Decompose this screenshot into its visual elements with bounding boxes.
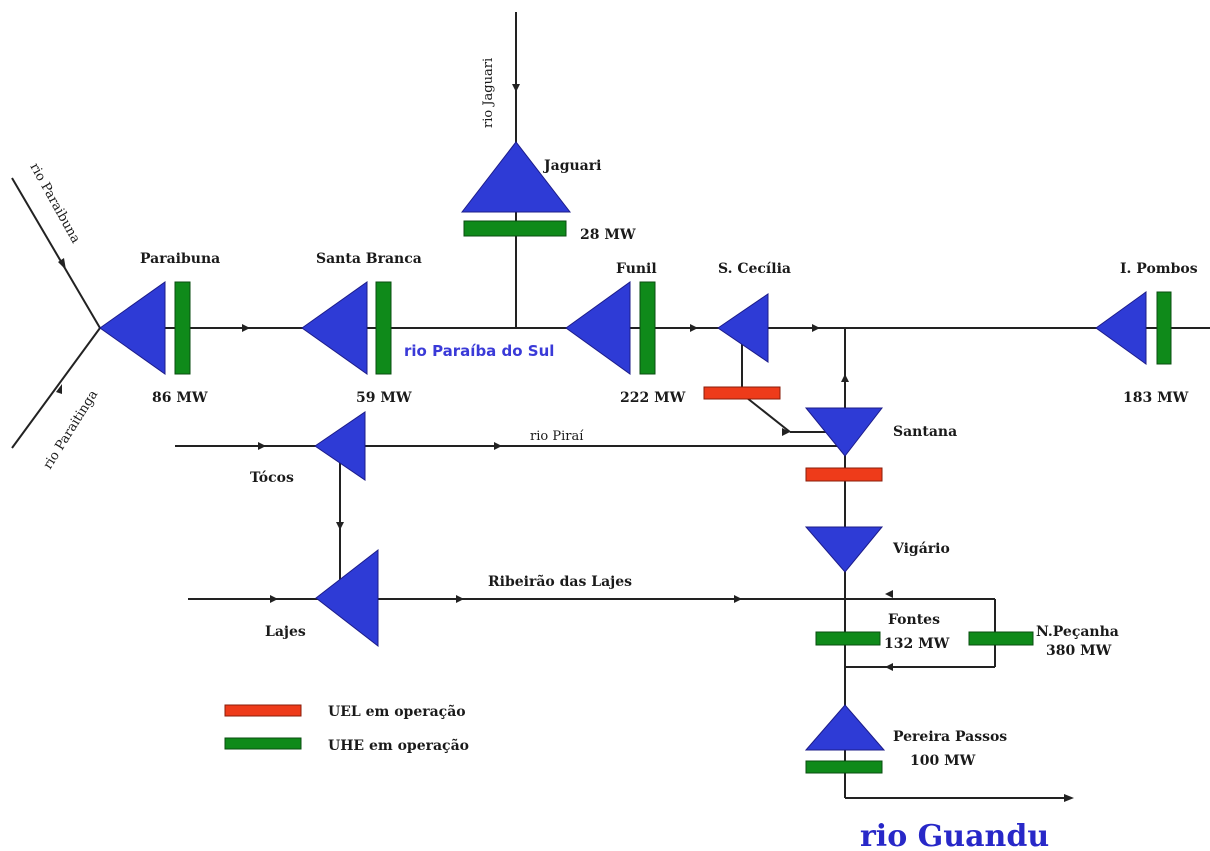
pirai-arrow-2 — [494, 442, 502, 450]
rio-paraiba-do-sul-label: rio Paraíba do Sul — [404, 342, 554, 360]
santa-branca-reservoir — [301, 281, 368, 375]
santa-branca-name: Santa Branca — [316, 251, 422, 267]
tocos-name: Tócos — [250, 470, 294, 486]
rio-paraibuna-label: rio Paraibuna — [27, 161, 83, 246]
legend-uhe-swatch — [224, 737, 302, 750]
scecilia-santana-diag — [741, 393, 791, 433]
lajes-name: Lajes — [265, 624, 306, 640]
rio-jaguari-label: rio Jaguari — [481, 58, 496, 128]
funil-name: Funil — [616, 261, 657, 277]
vigario-reservoir — [804, 526, 884, 573]
lpombos-uhe — [1156, 291, 1172, 365]
pereira-passos-name: Pereira Passos — [893, 729, 1007, 745]
fontes-name: Fontes — [888, 612, 940, 628]
lpombos-reservoir — [1095, 291, 1147, 365]
lpombos-name: I. Pombos — [1120, 261, 1198, 277]
santana-reservoir — [804, 407, 884, 457]
pirai-arrow-1 — [258, 442, 266, 450]
legend-uel-label: UEL em operação — [328, 703, 466, 720]
santa-branca-power: 59 MW — [356, 390, 412, 406]
main-arrow-2 — [690, 324, 698, 332]
lajes-arrow-2 — [456, 595, 464, 603]
scecilia-uel — [703, 386, 781, 400]
pereira-passos-uhe — [805, 760, 883, 774]
santana-uel — [805, 467, 883, 482]
funil-reservoir — [565, 281, 631, 375]
tocos-reservoir — [314, 411, 366, 481]
flow-arrows — [56, 84, 1074, 802]
main-arrow-1 — [242, 324, 250, 332]
jaguari-reservoir — [460, 141, 572, 213]
jaguari-name: Jaguari — [542, 158, 601, 174]
santa-branca-uhe — [375, 281, 392, 375]
legend-uel-swatch — [224, 704, 302, 717]
pereira-passos-reservoir — [804, 704, 886, 751]
santana-name: Santana — [893, 424, 957, 440]
plant-labels: Paraibuna Santa Branca Jaguari Funil S. … — [140, 158, 1198, 745]
paraibuna-reservoir — [99, 281, 166, 375]
scecilia-reservoir — [717, 293, 769, 363]
lpombos-power: 183 MW — [1123, 390, 1189, 406]
jaguari-uhe — [463, 220, 567, 237]
reservoirs — [99, 141, 1147, 751]
npecanha-name: N.Peçanha — [1036, 624, 1119, 640]
jaguari-arrow — [512, 84, 520, 92]
funil-power: 222 MW — [620, 390, 686, 406]
vigario-name: Vigário — [892, 541, 950, 557]
lajes-arrow-3 — [734, 595, 742, 603]
uhe-plants — [174, 220, 1172, 774]
paraibuna-arrow — [58, 258, 66, 270]
lajes-arrow-1 — [270, 595, 278, 603]
fontes-uhe — [815, 631, 881, 646]
main-arrow-3 — [812, 324, 820, 332]
npecanha-uhe — [968, 631, 1034, 646]
jaguari-power: 28 MW — [580, 227, 636, 243]
fontes-power: 132 MW — [884, 636, 950, 652]
paraitinga-inflow-line — [11, 327, 101, 449]
rio-paraitinga-label: rio Paraitinga — [41, 387, 102, 472]
uel-plants — [703, 386, 883, 482]
paraitinga-arrow — [56, 384, 62, 394]
rio-guandu-label: rio Guandu — [860, 819, 1049, 851]
paraibuna-uhe — [174, 281, 191, 375]
paraibuna-power: 86 MW — [152, 390, 208, 406]
scecilia-santana-arrow — [782, 428, 790, 436]
legend: UEL em operação UHE em operação — [224, 703, 469, 754]
scecilia-name: S. Cecília — [718, 261, 791, 277]
santana-up-arrow — [841, 374, 849, 382]
npecanha-top-arrow — [885, 590, 893, 598]
npecanha-return-arrow — [885, 663, 893, 671]
paraibuna-name: Paraibuna — [140, 251, 220, 267]
legend-uhe-label: UHE em operação — [328, 737, 469, 754]
lajes-reservoir — [315, 548, 379, 648]
pereira-passos-power: 100 MW — [910, 753, 976, 769]
rio-pirai-label: rio Piraí — [530, 429, 584, 444]
funil-uhe — [639, 281, 656, 375]
tocos-down-arrow — [336, 522, 344, 530]
power-labels: 86 MW 59 MW 28 MW 222 MW 183 MW 132 MW 3… — [152, 227, 1189, 769]
npecanha-power: 380 MW — [1046, 643, 1112, 659]
ribeirao-lajes-label: Ribeirão das Lajes — [488, 573, 632, 590]
guandu-arrow — [1064, 794, 1074, 802]
paraibuna-inflow-line — [11, 177, 101, 329]
